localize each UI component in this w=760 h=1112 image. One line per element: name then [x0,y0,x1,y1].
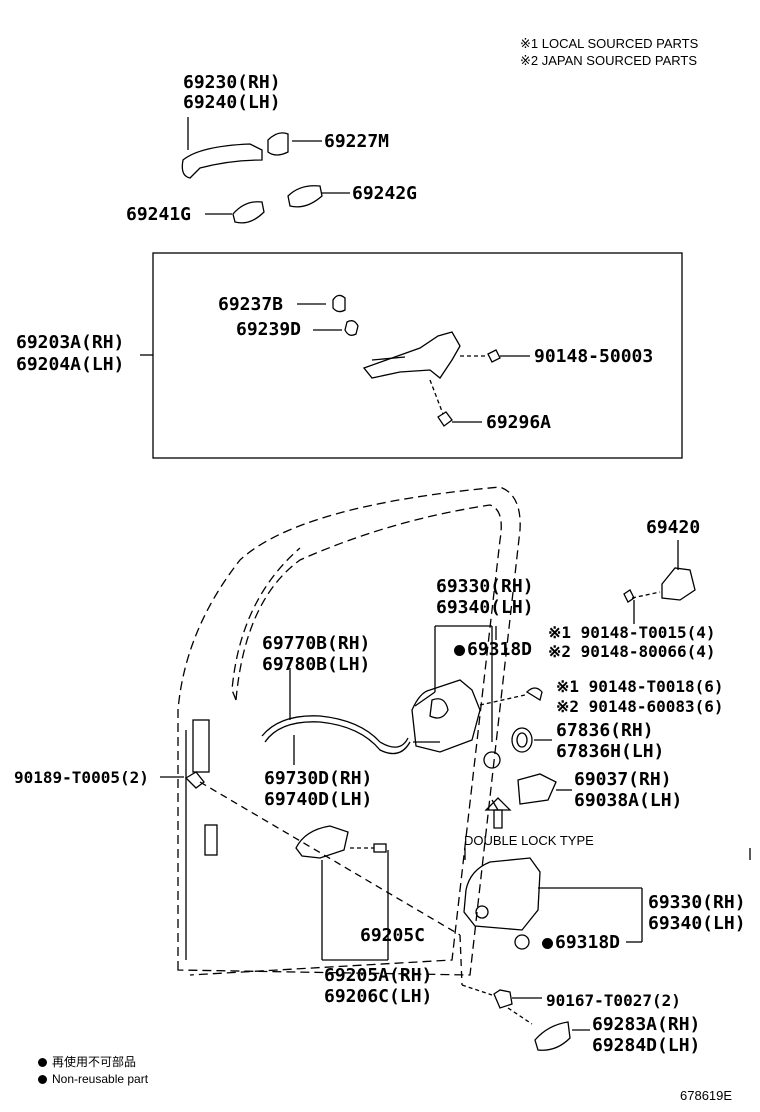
inner-handle-shape [295,825,349,859]
footnote-en: Non-reusable part [38,1072,148,1086]
part-label: ※1 90148-T0015(4) [548,623,716,642]
part-label: 69730D(RH) [264,768,373,789]
gasket-shape [287,185,323,208]
part-label: 69740D(LH) [264,789,373,810]
lock-assembly-shape [411,679,481,753]
legend-local: ※1 LOCAL SOURCED PARTS [520,36,699,51]
footnote-marker [38,1075,47,1085]
part-label: 69284D(LH) [592,1035,701,1056]
part-label: 69242G [352,183,418,204]
part-label: 69770B(RH) [262,633,371,654]
part-label: 90189-T0005(2) [14,768,149,787]
bracket-shape [661,567,696,601]
part-label: 67836(RH) [556,720,654,741]
cover-shape [534,1021,571,1051]
part-label: 69420 [646,517,701,538]
part-label: 69340(LH) [436,597,534,618]
part-label: 69237B [218,294,284,315]
diagram-code: 678619E [680,1088,733,1103]
non-reusable-part-label: 69318D [454,640,532,660]
part-label: 69240(LH) [183,92,281,113]
non-reusable-marker [454,645,465,656]
part-label: 69205A(RH) [324,965,433,986]
part-label: 69227M [324,131,390,152]
part-label: 69283A(RH) [592,1014,701,1035]
frame-shape [362,331,461,379]
part-label: 90148-50003 [534,346,654,367]
part-label: 69206C(LH) [324,986,433,1007]
part-label: 69330(RH) [648,892,746,913]
part-label: ※2 90148-80066(4) [548,642,716,661]
non-reusable-marker [542,938,553,949]
part-label: 90167-T0027(2) [546,991,681,1010]
part-label: ※2 90148-60083(6) [556,697,724,716]
bracket-shape-2 [517,773,557,805]
outside-handle-shape [181,143,263,179]
part-label: 69330(RH) [436,576,534,597]
part-label: 69205C [360,925,426,946]
part-label: 69239D [236,319,302,340]
part-label: 69203A(RH) [16,332,125,353]
part-label: 69241G [126,204,192,225]
part-label: 69340(LH) [648,913,746,934]
footnote-marker [38,1058,47,1068]
double-lock-type-label: DOUBLE LOCK TYPE [464,833,594,848]
part-label: 69037(RH) [574,769,672,790]
door-outline [177,486,521,976]
part-label: 69230(RH) [183,72,281,93]
legend-japan: ※2 JAPAN SOURCED PARTS [520,53,698,68]
part-label: ※1 90148-T0018(6) [556,677,724,696]
handle-cap-shape [267,132,289,156]
gasket-shape-2 [232,201,265,224]
non-reusable-part-label: 69318D [542,933,620,953]
part-label: 69038A(LH) [574,790,683,811]
part-label: 69296A [486,412,552,433]
part-label: 69204A(LH) [16,354,125,375]
footnote-cn: 再使用不可部品 [38,1055,136,1069]
double-lock-shape [463,857,541,931]
part-label: 67836H(LH) [556,741,665,762]
part-label: 69780B(LH) [262,654,371,675]
